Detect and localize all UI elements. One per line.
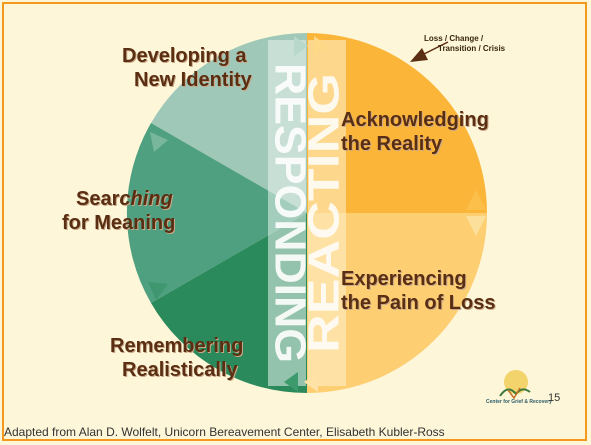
cycle-arrow-top-right — [314, 36, 328, 56]
cycle-arrow-top-left — [294, 36, 308, 56]
reacting-band — [308, 40, 346, 386]
center-logo — [499, 370, 531, 400]
page-number: 15 — [548, 392, 561, 404]
cycle-arrow-bottom-left — [284, 372, 298, 392]
responding-band — [268, 40, 306, 386]
sector-experiencing — [307, 213, 487, 393]
logo-sun-icon — [504, 370, 528, 394]
cycle-arrow-left-upper — [150, 132, 168, 152]
label-searching-meaning: Searching for Meaning — [62, 188, 176, 234]
cycle-arrow-bottom-right — [304, 372, 318, 392]
sector-searching-meaning — [126, 123, 307, 303]
label-experiencing: Experiencing the Pain of Loss — [341, 268, 496, 314]
cycle-arrow-right-lower — [466, 216, 486, 236]
sector-acknowledging — [307, 33, 487, 213]
logo-branch-icon — [507, 387, 521, 400]
reacting-word: REACTING — [300, 73, 349, 353]
cycle-arrow-right-upper — [466, 190, 486, 210]
label-developing-identity: Developing a New Identity — [122, 45, 252, 91]
trigger-note: Loss / Change / Transition / Crisis — [424, 34, 506, 53]
label-remembering: Remembering Realistically — [110, 335, 244, 381]
logo-text: Center for Grief & Recovery — [486, 399, 552, 405]
source-credit: Adapted from Alan D. Wolfelt, Unicorn Be… — [4, 425, 445, 439]
trigger-arrow-head — [410, 48, 428, 62]
label-acknowledging: Acknowledging the Reality — [341, 109, 489, 155]
cycle-arrow-left-lower — [148, 282, 168, 300]
responding-word: RESPONDING — [265, 63, 314, 363]
